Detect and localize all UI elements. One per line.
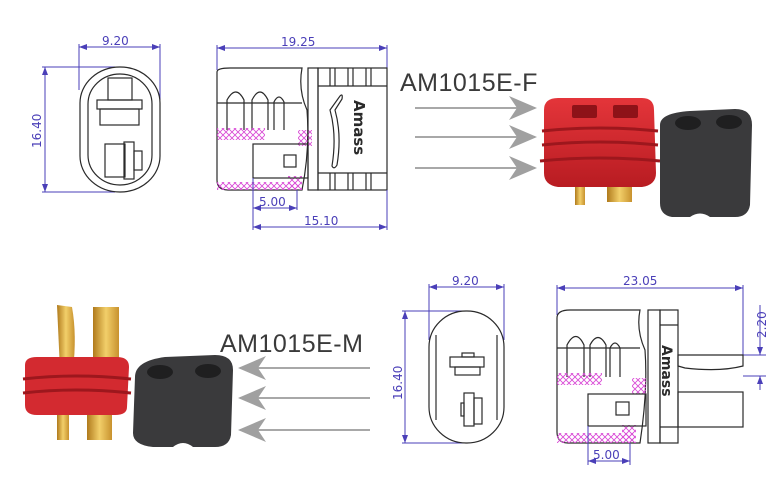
male-front-width-dim: 9.20 xyxy=(452,274,479,288)
male-arrows xyxy=(238,356,370,442)
female-pin-length-dim: 15.10 xyxy=(304,214,338,228)
gold-pin xyxy=(57,305,75,370)
male-upper-pin xyxy=(449,356,485,368)
male-side-view-drawing: 23.05 2.20 Amass 5.00 xyxy=(556,274,769,465)
hatch-section-top xyxy=(217,128,265,140)
female-housing-outline xyxy=(79,66,161,193)
male-side-length-dim: 23.05 xyxy=(623,274,657,288)
female-brand-text: Amass xyxy=(350,100,368,155)
red-housing xyxy=(25,357,129,415)
male-lower-pin xyxy=(463,392,475,427)
male-pin-thickness-dim: 2.20 xyxy=(755,311,769,338)
female-front-view-drawing: 9.20 16.40 xyxy=(30,34,161,193)
male-pin-offset-dim: 5.00 xyxy=(593,448,620,462)
gold-pin xyxy=(57,410,69,440)
black-cover xyxy=(660,109,752,217)
female-upper-contact xyxy=(107,77,133,101)
male-connector-photo xyxy=(22,305,233,447)
female-pin-offset-dim: 5.00 xyxy=(259,195,286,209)
male-front-view-drawing: 9.20 16.40 xyxy=(391,274,505,444)
female-arrows xyxy=(415,96,537,180)
male-part-number: AM1015E-M xyxy=(220,330,364,358)
female-connector-photo xyxy=(539,98,752,217)
male-lower-pin-side xyxy=(677,391,744,428)
male-housing-outline xyxy=(428,310,505,444)
female-pin xyxy=(252,143,309,179)
male-front-height-dim: 16.40 xyxy=(391,366,405,400)
male-upper-pin-side xyxy=(677,354,744,371)
gold-pin xyxy=(575,180,585,205)
female-part-number: AM1015E-F xyxy=(400,69,538,97)
male-brand-text: Amass xyxy=(658,345,674,397)
female-front-width-dim: 9.20 xyxy=(102,34,129,48)
female-front-height-dim: 16.40 xyxy=(30,114,44,148)
female-side-view-drawing: 19.25 Amass 5.00 15.10 xyxy=(216,35,388,230)
female-lower-contact xyxy=(104,143,126,178)
female-side-length-dim: 19.25 xyxy=(281,35,315,49)
